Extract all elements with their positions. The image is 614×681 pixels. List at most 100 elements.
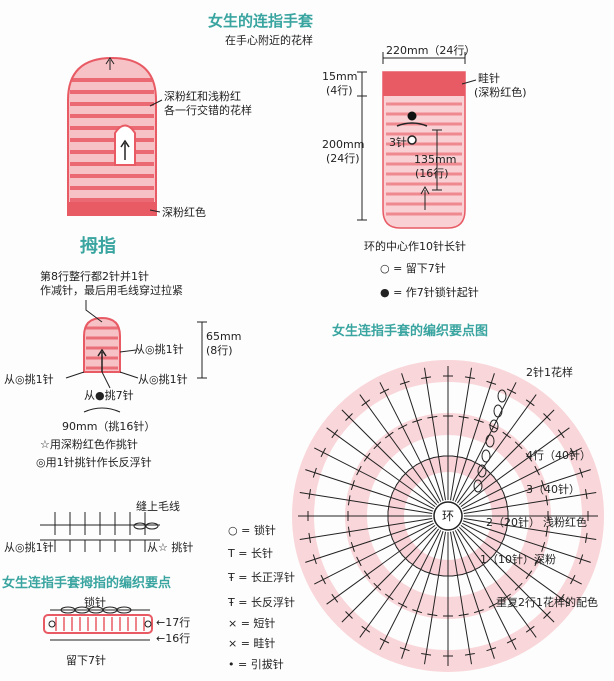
pick-right: 从◎挑1针 xyxy=(138,373,188,386)
small-height-2: (16行) xyxy=(415,167,449,180)
round-chart-tick xyxy=(350,541,355,552)
round-chart-title: 女生连指手套的编织要点图 xyxy=(332,324,489,339)
round-chart-spoke xyxy=(462,447,582,510)
round-chart-tick xyxy=(396,546,403,556)
round-chart-tick xyxy=(525,625,535,633)
round-chart-tick xyxy=(557,429,565,439)
pick-top: 从◎挑1针 xyxy=(134,343,184,356)
legend-single: × = 短针 xyxy=(228,617,276,630)
thumb-key-title: 女生连指手套拇指的编织要点 xyxy=(2,576,172,591)
round-chart-tick xyxy=(408,561,418,568)
round-chart-tick xyxy=(345,413,353,421)
round-chart-chain xyxy=(473,479,483,493)
round-chart-tick xyxy=(470,566,480,573)
label-repeat: 2针1花样 xyxy=(526,366,573,379)
round-chart-spoke xyxy=(458,526,555,623)
total-height-2: (24行) xyxy=(326,152,360,165)
main-title: 女生的连指手套 xyxy=(208,12,314,30)
round-chart-tick xyxy=(585,489,588,500)
round-chart-tick xyxy=(433,574,444,577)
round-chart-chain xyxy=(481,449,491,463)
round-chart-tick xyxy=(506,638,517,644)
round-chart-spoke xyxy=(463,518,597,540)
round-chart-tick xyxy=(541,480,546,491)
round-chart-tick xyxy=(541,541,546,552)
round-chart-tick xyxy=(424,571,435,576)
round-chart-tick xyxy=(579,554,584,565)
round-chart-chain xyxy=(497,389,507,403)
round-chart-tick xyxy=(525,399,535,407)
round-chart-tick xyxy=(545,495,549,506)
round-chart-tick xyxy=(347,495,351,506)
round-chart-spoke xyxy=(401,531,444,659)
thumb-title: 拇指 xyxy=(80,236,116,257)
label-row-3: 3（40针） xyxy=(526,483,580,496)
round-chart-tick xyxy=(396,476,403,486)
round-chart-tick xyxy=(458,613,469,617)
round-chart-spoke xyxy=(314,522,434,585)
round-chart-chain xyxy=(485,434,495,448)
round-chart-tick xyxy=(506,520,509,531)
top-height-1: 15mm xyxy=(322,70,358,83)
round-chart-tick xyxy=(486,647,497,652)
small-chart xyxy=(40,512,160,552)
round-chart-spoke xyxy=(326,427,436,508)
width-label: 220mm（24行） xyxy=(386,44,476,57)
round-chart-tick xyxy=(452,574,463,577)
round-chart-tick xyxy=(427,415,438,419)
left-mitten xyxy=(67,56,163,216)
round-chart-tick xyxy=(350,480,355,491)
round-chart-tick xyxy=(502,431,512,439)
round-chart-spoke xyxy=(341,409,438,506)
pick-left: 从◎挑1针 xyxy=(4,373,54,386)
round-chart-spoke xyxy=(460,524,570,605)
round-chart-spoke xyxy=(314,447,434,510)
round-chart-tick xyxy=(401,469,410,478)
round-chart-spoke xyxy=(305,469,433,512)
round-chart-center: 环 xyxy=(442,509,455,523)
round-chart-tick xyxy=(388,492,393,503)
round-chart-tick xyxy=(427,613,438,617)
round-chart-tick xyxy=(470,459,480,466)
round-chart-tick xyxy=(408,464,418,471)
label-row-2: 2（20针） xyxy=(486,516,540,529)
round-chart-tick xyxy=(473,609,484,614)
stripe-note-2: 各一行交错的花样 xyxy=(164,104,252,117)
round-chart-spoke xyxy=(458,409,555,506)
legend-front-post: Ŧ = 长正浮针 xyxy=(228,571,295,584)
round-chart-tick xyxy=(399,647,410,652)
round-chart-chain xyxy=(489,419,499,433)
round-chart-tick xyxy=(331,593,339,603)
round-chart-tick xyxy=(514,441,523,450)
thumb-note-2: 作减针，最后用毛线穿过拉紧 xyxy=(40,284,183,297)
center-note: 环的中心作10针长针 xyxy=(364,240,466,253)
round-chart-tick xyxy=(488,602,499,608)
round-chart-tick xyxy=(331,429,339,439)
legend-double: T = 长针 xyxy=(228,547,273,560)
round-chart-tick xyxy=(320,574,326,585)
round-chart-spoke xyxy=(305,520,433,563)
round-chart-tick xyxy=(424,456,435,461)
round-chart-tick xyxy=(525,452,533,462)
thumb-height-2: (8行) xyxy=(206,344,233,357)
round-chart-tick xyxy=(579,467,584,478)
round-chart-tick xyxy=(379,638,390,644)
round-chart-tick xyxy=(534,465,540,476)
round-chart-spoke xyxy=(424,367,446,501)
legend-slip: • = 引拔针 xyxy=(228,658,284,671)
round-chart-tick xyxy=(473,418,484,423)
round-chart-tick xyxy=(452,455,463,458)
round-chart-tick xyxy=(379,388,390,394)
round-chart-tick xyxy=(391,538,398,548)
round-chart-tick xyxy=(312,554,317,565)
round-chart-tick xyxy=(401,554,410,563)
round-chart-tick xyxy=(493,546,500,556)
round-chart-tick xyxy=(543,611,551,619)
round-chart-spoke xyxy=(450,531,472,665)
round-chart-tick xyxy=(498,538,505,548)
small-chart-top: 缝上毛线 xyxy=(136,500,180,513)
round-chart-spoke xyxy=(379,530,442,650)
label-row-2-color: 浅粉红色 xyxy=(543,516,587,529)
round-chart-tick xyxy=(361,399,371,407)
round-chart-tick xyxy=(534,556,540,567)
